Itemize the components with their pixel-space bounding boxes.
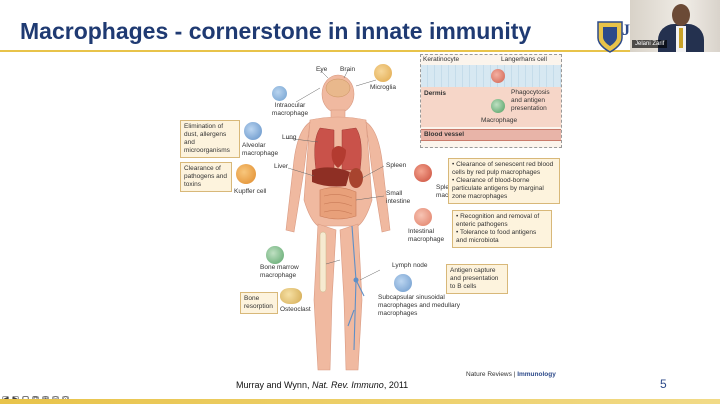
- label-microglia: Microglia: [370, 84, 397, 91]
- label-intraocular: Intraocular macrophage: [271, 102, 309, 117]
- publisher-credit: Nature Reviews | Immunology: [466, 371, 556, 378]
- intestine-function-1: • Recognition and removal of enteric pat…: [456, 213, 540, 228]
- label-spleen: Spleen: [386, 162, 407, 169]
- bottom-accent-bar: [0, 399, 720, 404]
- microglia-cell-icon: [374, 64, 392, 82]
- presenter-tie: [679, 28, 683, 48]
- spleen-function-2: • Clearance of blood-borne particulate a…: [452, 177, 544, 200]
- brain-organ: [325, 78, 351, 98]
- subcapsular-macrophage-icon: [394, 274, 412, 292]
- label-blood-vessel: Blood vessel: [424, 131, 465, 138]
- label-alveolar: Alveolar macrophage: [242, 142, 279, 157]
- label-inset-macrophage: Macrophage: [481, 117, 518, 124]
- intestine-organ: [319, 187, 357, 220]
- label-phagocytosis: Phagocytosis and antigen presentation: [511, 89, 550, 112]
- kupffer-cell-icon: [236, 164, 256, 184]
- box-alveolar-function: Elimination of dust, allergens and micro…: [180, 120, 240, 158]
- presenter-video-thumbnail[interactable]: Jelani Zarif: [630, 0, 720, 52]
- logo-wordmark: J: [622, 22, 630, 39]
- skin-inset-panel: Keratinocyte Langerhans cell Dermis Phag…: [420, 54, 562, 148]
- label-lung: Lung: [282, 134, 297, 141]
- label-bone-marrow: Bone marrow macrophage: [260, 264, 299, 279]
- label-langerhans: Langerhans cell: [501, 56, 547, 63]
- box-bone-function: Bone resorption: [240, 292, 278, 314]
- label-dermis: Dermis: [424, 90, 447, 97]
- label-lymph-node: Lymph node: [392, 262, 428, 269]
- alveolar-macrophage-icon: [244, 122, 262, 140]
- presenter-name-tag: Jelani Zarif: [632, 40, 668, 48]
- intraocular-macrophage-icon: [272, 86, 287, 101]
- label-small-intestine: Small intestine: [386, 190, 411, 205]
- page-number: 5: [660, 377, 667, 391]
- heart-organ: [331, 146, 346, 168]
- liver-organ: [312, 167, 350, 187]
- box-kupffer-function: Clearance of pathogens and toxins: [180, 162, 232, 192]
- blood-vessel-layer: [421, 129, 561, 141]
- label-liver: Liver: [274, 163, 289, 170]
- bone-marrow-macrophage-icon: [266, 246, 284, 264]
- label-osteoclast: Osteoclast: [280, 306, 311, 313]
- intestinal-macrophage-icon: [414, 208, 432, 226]
- university-shield-logo: [597, 21, 623, 53]
- spleen-function-1: • Clearance of senescent red blood cells…: [452, 161, 554, 176]
- title-underline: [0, 50, 720, 52]
- human-body-silhouette: [285, 74, 391, 371]
- femur-bone: [319, 231, 327, 293]
- presenter-head: [672, 4, 690, 26]
- label-intestinal: Intestinal macrophage: [408, 228, 445, 243]
- citation-text: Murray and Wynn, Nat. Rev. Immuno, 2011: [236, 380, 409, 390]
- label-keratinocyte: Keratinocyte: [423, 56, 460, 63]
- intestine-function-2: • Tolerance to food antigens and microbi…: [456, 229, 537, 244]
- leader-lines: [285, 69, 385, 281]
- slide-title: Macrophages - cornerstone in innate immu…: [20, 18, 532, 44]
- langerhans-cell-icon: [491, 69, 505, 83]
- spleen-organ: [349, 168, 363, 188]
- splenic-macrophage-icon: [414, 164, 432, 182]
- label-kupffer: Kupffer cell: [234, 188, 267, 195]
- label-brain: Brain: [340, 66, 356, 73]
- label-subcapsular: Subcapsular sinusoidal macrophages and m…: [378, 294, 461, 317]
- osteoclast-icon: [280, 288, 302, 304]
- box-intestine-function: • Recognition and removal of enteric pat…: [452, 210, 552, 248]
- box-lymph-function: Antigen capture and presentation to B ce…: [446, 264, 508, 294]
- macrophage-body-figure: Eye Brain Lung Liver Spleen Small intest…: [170, 50, 570, 380]
- box-spleen-function: • Clearance of senescent red blood cells…: [448, 158, 560, 204]
- label-eye: Eye: [316, 66, 328, 73]
- body-illustration: [285, 69, 391, 371]
- dermal-macrophage-icon: [491, 99, 505, 113]
